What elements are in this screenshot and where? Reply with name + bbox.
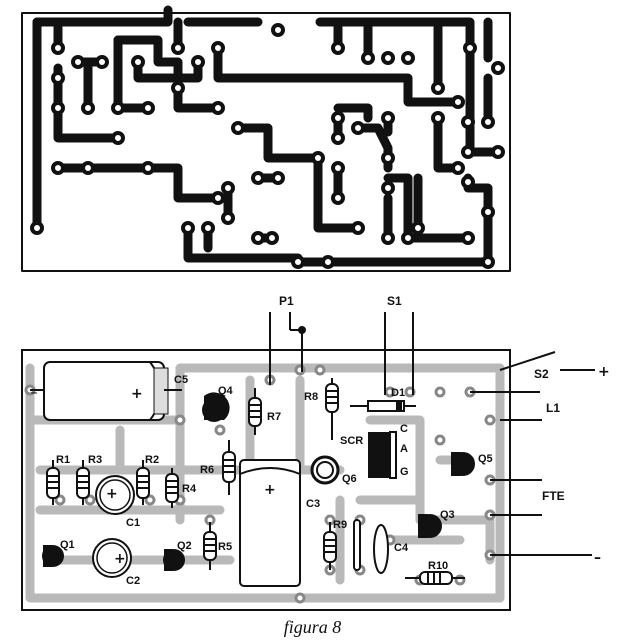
label-r2: R2	[145, 454, 159, 466]
c5-capacitor: – + C5	[30, 361, 188, 421]
minus-terminal: –	[594, 550, 601, 566]
label-q6: Q6	[342, 473, 357, 485]
figure-caption: figura 8	[283, 617, 342, 637]
label-q3: Q3	[440, 509, 455, 521]
label-p1: P1	[279, 294, 294, 308]
c3-plus-mark: +	[264, 482, 276, 498]
p1-leads: P1	[269, 294, 306, 385]
label-d1: D1	[391, 387, 405, 399]
l1-lead: L1	[470, 391, 560, 421]
label-r9: R9	[333, 519, 347, 531]
component-layout: – + C5 Q4 P1 S1 S2	[21, 294, 610, 611]
scr-thyristor: SCR C A G	[340, 423, 409, 479]
r3-resistor: R3	[76, 454, 102, 505]
label-scr-pin-c: C	[400, 423, 408, 435]
r7-resistor: R7	[248, 388, 281, 435]
d1-diode: D1	[350, 387, 416, 412]
label-fte: FTE	[542, 489, 565, 503]
label-q1: Q1	[60, 539, 75, 551]
label-scr: SCR	[340, 435, 363, 447]
r10-resistor: R10	[405, 560, 465, 585]
label-c3: C3	[306, 498, 320, 510]
r5-resistor: R5	[203, 522, 232, 570]
c5-minus-mark: –	[31, 387, 37, 399]
label-q5: Q5	[478, 453, 493, 465]
c1-capacitor: + C1	[95, 475, 140, 529]
label-r7: R7	[267, 411, 281, 423]
pcb-track-layout	[21, 5, 511, 272]
label-c1: C1	[126, 517, 140, 529]
label-q4: Q4	[218, 385, 234, 397]
label-q2: Q2	[177, 540, 192, 552]
r4-resistor: R4	[165, 468, 197, 508]
label-scr-pin-g: G	[400, 466, 409, 478]
label-r10: R10	[428, 560, 448, 572]
label-l1: L1	[546, 401, 560, 415]
s2-switch: S2 +	[499, 351, 610, 381]
r1-resistor: R1	[46, 454, 70, 505]
label-s1: S1	[387, 294, 402, 308]
minus-terminal-lead: –	[490, 550, 601, 566]
label-c5: C5	[174, 374, 188, 386]
q2-transistor: Q2	[163, 540, 192, 571]
label-c4: C4	[394, 542, 409, 554]
c2-plus-mark: +	[114, 551, 126, 567]
plus-terminal: +	[598, 364, 610, 380]
c2-capacitor: + C2	[92, 538, 140, 587]
label-c2: C2	[126, 575, 140, 587]
label-scr-pin-a: A	[400, 443, 408, 455]
r9-resistor: R9	[323, 519, 347, 570]
pcb-pads	[30, 23, 505, 269]
label-r5: R5	[218, 541, 232, 553]
label-s2: S2	[534, 367, 549, 381]
label-r4: R4	[182, 483, 197, 495]
s1-leads: S1	[384, 294, 414, 395]
c5-plus-mark: +	[131, 386, 143, 402]
r6-resistor: R6	[200, 440, 236, 495]
q5-transistor: Q5	[451, 452, 493, 476]
c4-capacitor: C4	[373, 524, 409, 574]
label-r6: R6	[200, 464, 214, 476]
fte-terminal: FTE	[490, 479, 565, 516]
q4-transistor: Q4	[202, 385, 234, 422]
label-r1: R1	[56, 454, 70, 466]
label-r8: R8	[304, 391, 318, 403]
q3-transistor: Q3	[418, 509, 455, 538]
c3-capacitor: + C3	[239, 459, 320, 587]
jumper-wire	[353, 519, 361, 571]
q1-transistor: Q1	[42, 539, 75, 567]
c1-plus-mark: +	[106, 486, 118, 502]
q6-transistor: Q6	[310, 455, 357, 485]
r2-resistor: R2	[136, 454, 159, 505]
label-r3: R3	[88, 454, 102, 466]
r8-resistor: R8	[304, 378, 339, 440]
